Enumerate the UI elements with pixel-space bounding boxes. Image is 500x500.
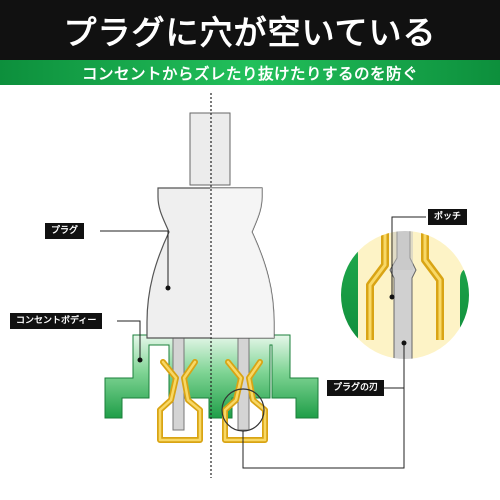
page-subtitle: コンセントからズレたり抜けたりするのを防ぐ	[81, 64, 418, 83]
label-plug: プラグ	[45, 223, 85, 239]
leader-lines	[100, 216, 426, 469]
zoom-detail	[339, 229, 471, 361]
leader-dots	[137, 285, 407, 363]
plug-diagram	[100, 93, 471, 478]
title-bar: プラグに穴が空いている	[0, 0, 500, 60]
label-outlet-body: コンセントボディー	[10, 313, 103, 329]
page-title: プラグに穴が空いている	[63, 13, 437, 52]
label-plug-blade: プラグの刃	[327, 380, 385, 396]
outlet-body	[104, 334, 319, 419]
subtitle-bar: コンセントからズレたり抜けたりするのを防ぐ	[0, 60, 500, 85]
label-notch: ポッチ	[428, 209, 468, 225]
plug-cord	[189, 112, 231, 186]
